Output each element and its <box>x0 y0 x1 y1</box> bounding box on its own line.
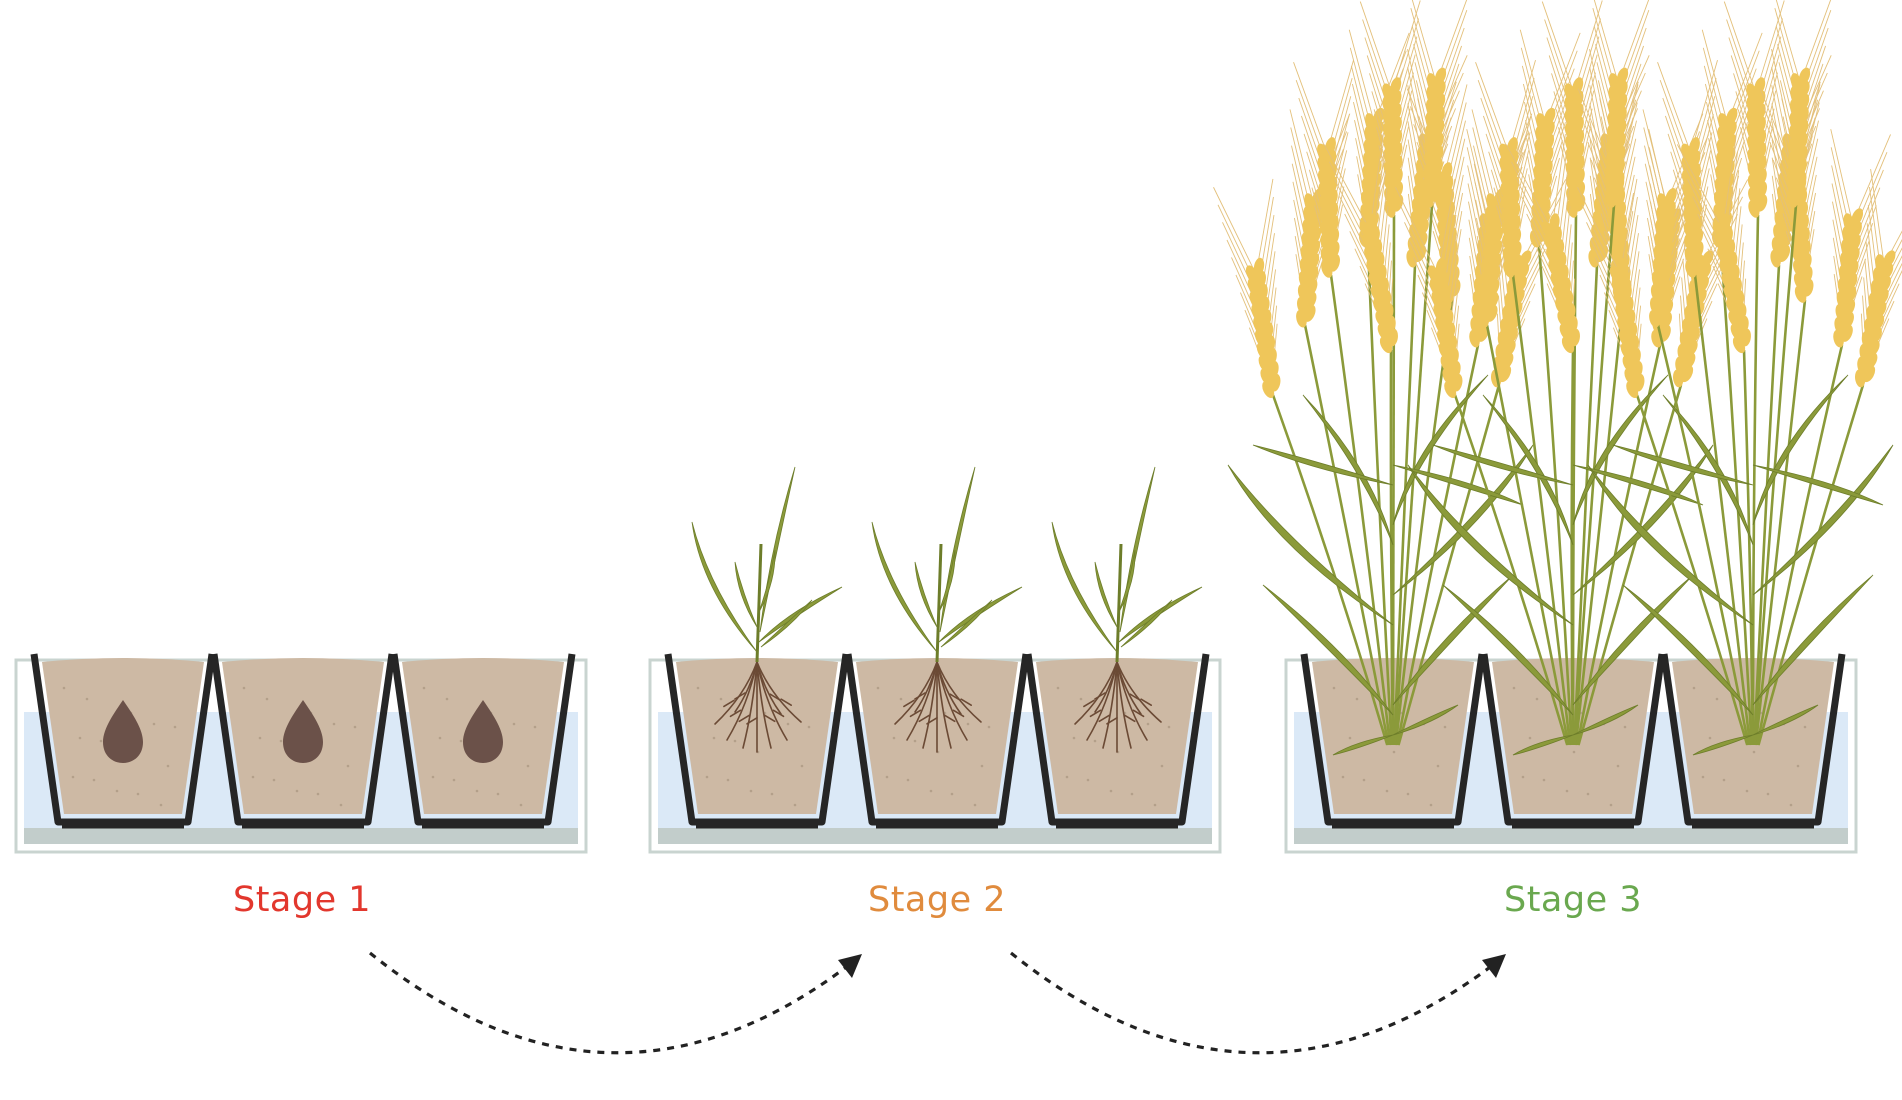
pot-outline <box>30 653 216 826</box>
arrow-head-icon <box>838 954 862 978</box>
tray-stage-2 <box>648 466 1222 854</box>
barley-spike <box>1577 178 1645 398</box>
barley-spike <box>1213 178 1281 398</box>
barley-spike <box>1676 133 1751 354</box>
barley-spike <box>1395 178 1463 398</box>
dashed-curve <box>368 951 859 1055</box>
barley-plant-icon <box>1577 0 1902 756</box>
barley-spike <box>1723 0 1785 218</box>
roots <box>714 661 802 753</box>
barley-spike <box>1642 109 1704 328</box>
arrows-layer <box>368 951 1506 1055</box>
seed-icon <box>463 700 503 763</box>
pot-outline <box>1024 653 1210 826</box>
trays-layer <box>14 0 1902 854</box>
stage-1-label: Stage 1 <box>232 880 372 920</box>
barley-spike <box>1323 133 1398 354</box>
barley-spike <box>1475 59 1536 278</box>
barley-spike <box>1293 59 1354 278</box>
barley-spike <box>1409 0 1470 208</box>
stage-3-label: Stage 3 <box>1503 880 1643 920</box>
pot-outline <box>664 653 850 826</box>
tray-stage-1 <box>14 653 588 854</box>
barley-spike <box>1657 59 1718 278</box>
arrow-head-icon <box>1482 954 1506 978</box>
seedling-icon <box>691 466 843 663</box>
barley-spike <box>1773 0 1834 208</box>
seedling-icon <box>871 466 1023 663</box>
roots <box>1074 661 1162 753</box>
tray-base <box>24 828 578 844</box>
stage-2-label: Stage 2 <box>867 880 1007 920</box>
pot-outline <box>1660 653 1846 826</box>
pot-outline <box>390 653 576 826</box>
progress-arrow-1 <box>368 951 862 1055</box>
tray-base <box>1294 828 1848 844</box>
barley-spike <box>1854 168 1902 388</box>
barley-spike <box>1505 133 1580 354</box>
barley-plant-icon <box>1213 0 1567 756</box>
seed-icon <box>103 700 143 763</box>
progress-arrow-2 <box>1009 951 1506 1055</box>
pot-outline <box>844 653 1030 826</box>
pot-outline <box>1300 653 1486 826</box>
tray-stage-3 <box>1213 0 1902 854</box>
barley-spike <box>1591 0 1652 208</box>
pot-outline <box>210 653 396 826</box>
barley-spike <box>1359 0 1421 218</box>
pot-outline <box>1480 653 1666 826</box>
seed-icon <box>283 700 323 763</box>
roots <box>894 661 982 753</box>
tray-base <box>658 828 1212 844</box>
seedling-icon <box>1051 466 1203 663</box>
dashed-curve <box>1009 951 1503 1055</box>
barley-spike <box>1701 29 1763 248</box>
barley-spike <box>1830 129 1891 348</box>
